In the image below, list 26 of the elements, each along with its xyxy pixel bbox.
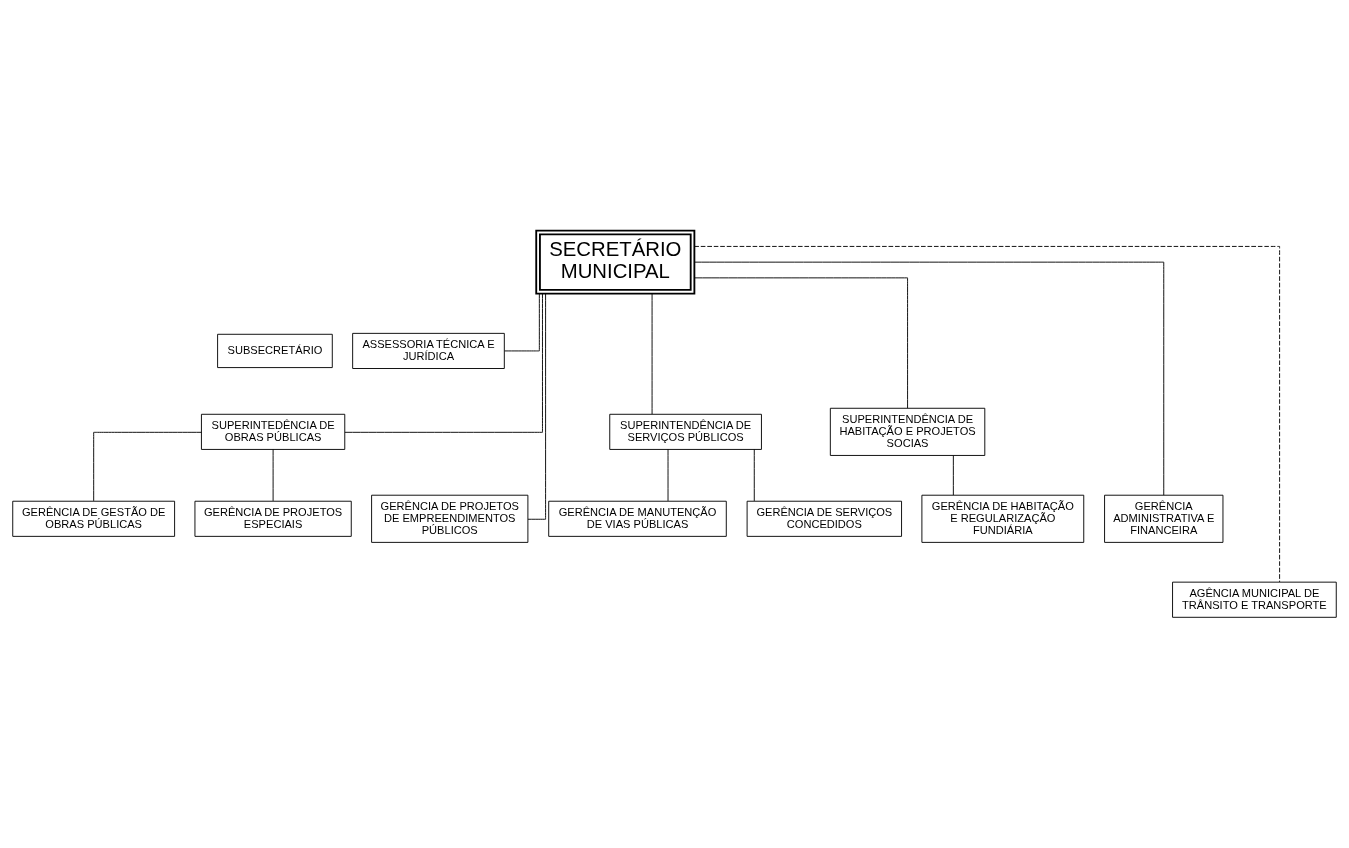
node-box: SECRETÁRIO MUNICIPAL xyxy=(535,229,696,295)
node-box: SUPERINTENDÊNCIA DE SERVIÇOS PÚBLICOS xyxy=(609,413,762,450)
node-box: GERÊNCIA DE MANUTENÇÃO DE VIAS PÚBLICAS xyxy=(548,500,727,537)
connector xyxy=(694,261,1165,496)
node-box: GERÊNCIA DE PROJETOS ESPECIAIS xyxy=(194,500,352,537)
connector xyxy=(651,293,653,415)
node-box: GERÊNCIA DE PROJETOS DE EMPREENDIMENTOS PÚBLICOS xyxy=(371,494,529,543)
connector xyxy=(93,431,202,502)
node-box: GERÊNCIA DE HABITAÇÃO E REGULARIZAÇÃO FUNDIÁRIA xyxy=(921,494,1085,543)
node-box: ASSESSORIA TÉCNICA E JURÍDICA xyxy=(352,332,505,369)
node-box: GERÊNCIA DE SERVIÇOS CONCEDIDOS xyxy=(746,500,902,537)
node-box: GERÊNCIA ADMINISTRATIVA E FINANCEIRA xyxy=(1104,494,1224,543)
connector xyxy=(693,277,909,409)
connector xyxy=(344,293,543,433)
connector xyxy=(753,449,755,502)
node-box: SUBSECRETÁRIO xyxy=(217,333,333,369)
node-box: SUPERINTENDÊNCIA DE HABITAÇÃO E PROJETOS SOCIAS xyxy=(829,407,986,456)
node-box: SUPERINTEDÊNCIA DE OBRAS PÚBLICAS xyxy=(200,413,346,450)
connector xyxy=(952,455,954,496)
connector xyxy=(667,449,669,502)
connector xyxy=(527,293,547,520)
connector xyxy=(694,245,1281,583)
node-box: GERÊNCIA DE GESTÃO DE OBRAS PÚBLICAS xyxy=(12,500,176,537)
connector xyxy=(504,293,540,352)
node-box: AGÊNCIA MUNICIPAL DE TRÂNSITO E TRANSPORTE xyxy=(1172,581,1337,618)
connector xyxy=(272,449,274,502)
